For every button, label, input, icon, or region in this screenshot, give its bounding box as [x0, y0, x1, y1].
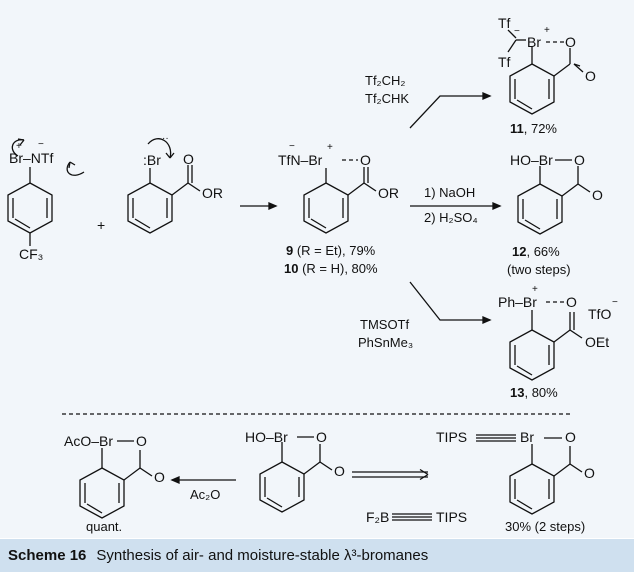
- atom-ho-br-12: HO–Br: [510, 152, 553, 168]
- atom-o-9: O: [360, 152, 371, 168]
- reagent-tf2ch2: Tf₂CH₂: [365, 73, 406, 88]
- caption-label: Scheme 16: [8, 547, 87, 564]
- curved-arrow-2: [147, 138, 172, 159]
- reagent-phsnme3: PhSnMe₃: [358, 335, 414, 350]
- atom-f2b: F₂B: [366, 509, 390, 525]
- caption-text: Synthesis of air- and moisture-stable λ³…: [96, 547, 429, 564]
- charge-plus-reagent: +: [16, 141, 22, 152]
- atom-o-ac-ring: O: [136, 433, 147, 449]
- arrow-to-11-head: [482, 92, 492, 100]
- atom-o-center-carbonyl: O: [334, 463, 345, 479]
- atom-o-11-carbonyl: O: [585, 68, 596, 84]
- atom-o-benzoate: O: [183, 151, 194, 167]
- reagent-naoh: 1) NaOH: [424, 185, 476, 200]
- atom-or-benzoate: OR: [202, 185, 223, 201]
- charge-minus-reagent: −: [38, 139, 44, 150]
- reagent-ac2o: Ac₂O: [190, 487, 221, 502]
- reagent-tf2chk: Tf₂CHK: [365, 91, 410, 106]
- scheme-drawing: [7, 29, 591, 521]
- plus-sign: +: [97, 217, 106, 233]
- lone-pair-dots: ··: [162, 133, 169, 144]
- label-compound-9: 9 (R = Et), 79%: [286, 243, 376, 258]
- atom-br-alkynyl: Br: [520, 429, 534, 445]
- atom-tips-top: TIPS: [436, 429, 468, 445]
- atom-tfn-br: TfN–Br: [278, 152, 323, 168]
- atom-br-ntf: Br–NTf: [9, 150, 54, 166]
- label-compound-12: 12, 66%: [512, 244, 560, 259]
- atom-o-11-ring: O: [565, 34, 576, 50]
- atom-tf-lower: Tf: [498, 54, 511, 70]
- structure-compound-13: [509, 301, 583, 381]
- main-arrow-head: [268, 202, 278, 210]
- curved-arrow-1-head: [68, 161, 76, 169]
- label-quant: quant.: [86, 519, 123, 534]
- atom-or-9: OR: [378, 185, 399, 201]
- atom-o-alk-ring: O: [565, 429, 576, 445]
- label-compound-12-note: (two steps): [507, 262, 571, 277]
- atom-o-12-ring: O: [574, 152, 585, 168]
- atom-tips-bottom: TIPS: [436, 509, 468, 525]
- structure-acetoxy-bromane: [79, 440, 153, 519]
- structure-aryl-bromane-reagent: [7, 138, 53, 246]
- curved-arrow-1: [66, 161, 85, 176]
- caption-bar: Scheme 16 Synthesis of air- and moisture-…: [0, 539, 634, 572]
- charge-minus-13: −: [612, 297, 618, 308]
- atom-oet: OEt: [585, 334, 610, 350]
- arrow-to-12-head: [492, 202, 502, 210]
- charge-minus-9: −: [289, 141, 295, 152]
- label-compound-11: 11, 72%: [510, 121, 557, 136]
- charge-plus-11: +: [544, 25, 550, 36]
- charge-plus-9: +: [327, 142, 333, 153]
- charge-plus-13: +: [532, 284, 538, 295]
- arrow-to-13-head: [482, 316, 492, 324]
- atom-br-benzoate: :Br: [143, 152, 161, 168]
- curved-arrow-2-head: [165, 152, 175, 159]
- arrow-to-13: [409, 281, 490, 321]
- atom-cf3: CF₃: [19, 246, 44, 262]
- structure-2-bromobenzoate: [127, 165, 201, 234]
- atom-o-12-carbonyl: O: [592, 187, 603, 203]
- arrow-multistep-head: [419, 468, 429, 481]
- atom-ph-br: Ph–Br: [498, 294, 537, 310]
- atom-aco-br: AcO–Br: [64, 433, 114, 449]
- atom-tfo: TfO: [588, 306, 612, 322]
- label-alkynyl-yield: 30% (2 steps): [505, 519, 586, 534]
- structure-compound-11: [507, 29, 584, 115]
- atom-o-alk-carbonyl: O: [584, 465, 595, 481]
- caption: Scheme 16 Synthesis of air- and moisture-…: [8, 547, 428, 564]
- reaction-scheme: Br–NTf + − CF₃ + :Br ·· O OR TfN–Br − + …: [0, 0, 634, 538]
- structure-hydroxy-bromane: [259, 436, 333, 513]
- structure-alkynyl-bromane: [476, 434, 583, 515]
- atom-tf-upper: Tf: [498, 15, 511, 31]
- atom-o-13: O: [566, 294, 577, 310]
- arrow-acetylation-head: [170, 476, 180, 484]
- atom-ho-br-center: HO–Br: [245, 429, 288, 445]
- arrow-to-11: [409, 95, 490, 129]
- label-compound-10: 10 (R = H), 80%: [284, 261, 378, 276]
- label-compound-13: 13, 80%: [510, 385, 558, 400]
- atom-br-11: Br: [527, 34, 541, 50]
- atom-o-ac-carbonyl: O: [154, 469, 165, 485]
- reagent-tmsotf: TMSOTf: [360, 317, 410, 332]
- structure-compound-12: [517, 159, 591, 235]
- atom-o-center-ring: O: [316, 429, 327, 445]
- charge-minus-11: −: [514, 26, 520, 37]
- structure-compound-9-10: [303, 159, 377, 234]
- reagent-h2so4: 2) H₂SO₄: [424, 210, 478, 225]
